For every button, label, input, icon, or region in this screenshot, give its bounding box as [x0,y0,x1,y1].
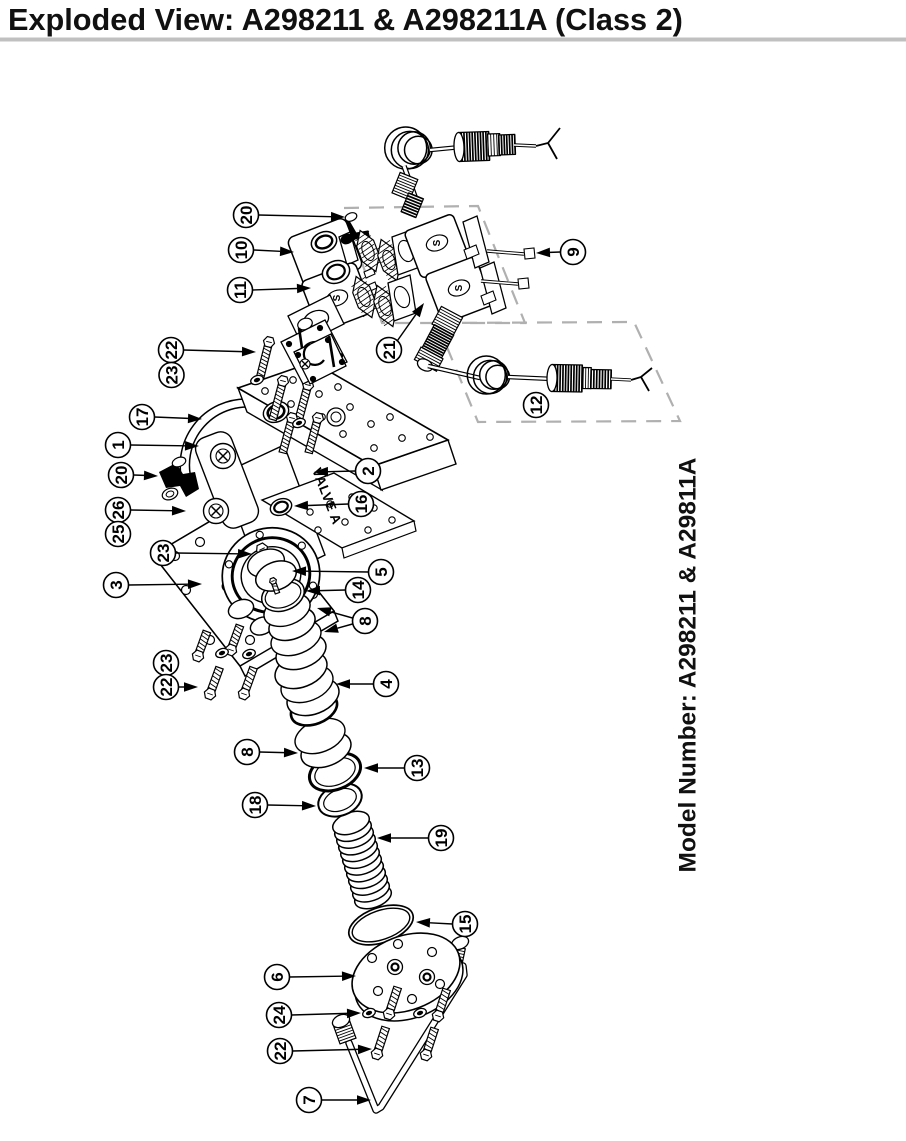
svg-text:26: 26 [109,501,128,520]
svg-text:10: 10 [232,241,251,260]
svg-text:22: 22 [271,1042,290,1061]
svg-text:8: 8 [238,747,257,756]
svg-text:14: 14 [349,580,368,599]
svg-text:S: S [454,284,465,291]
svg-text:22: 22 [162,341,181,360]
svg-text:21: 21 [380,341,399,360]
svg-text:5: 5 [372,567,391,576]
svg-text:15: 15 [456,915,475,934]
svg-text:11: 11 [231,281,250,299]
svg-text:S: S [332,294,343,301]
svg-text:1: 1 [109,440,128,449]
svg-text:S: S [432,239,443,246]
svg-text:18: 18 [246,796,265,815]
svg-text:12: 12 [527,396,546,415]
svg-text:22: 22 [157,678,176,697]
svg-text:17: 17 [133,408,152,427]
svg-text:20: 20 [112,466,131,485]
svg-text:23: 23 [163,366,182,385]
svg-text:25: 25 [109,525,128,544]
svg-text:16: 16 [352,495,371,514]
svg-text:Exploded View: A298211 & A2982: Exploded View: A298211 & A298211A (Class… [8,2,683,37]
svg-text:9: 9 [564,247,583,256]
svg-text:Model Number: A298211 & A29811: Model Number: A298211 & A29811A [675,457,702,872]
svg-text:19: 19 [432,829,451,848]
svg-text:13: 13 [408,759,427,778]
svg-text:4: 4 [377,679,396,689]
svg-text:8: 8 [356,616,375,625]
svg-text:23: 23 [154,544,173,563]
svg-text:7: 7 [300,1095,319,1104]
svg-text:20: 20 [237,206,256,225]
svg-text:3: 3 [107,580,126,589]
svg-text:23: 23 [157,654,176,673]
svg-text:6: 6 [268,972,287,981]
svg-text:24: 24 [270,1005,289,1024]
svg-text:2: 2 [359,466,378,475]
